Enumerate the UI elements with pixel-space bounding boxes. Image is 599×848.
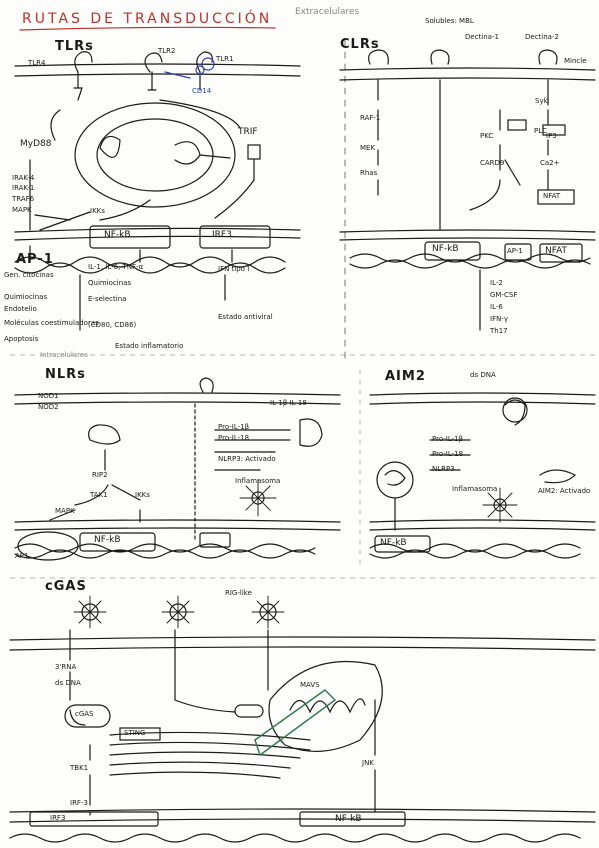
clr-right-2: IP3 [546, 132, 557, 140]
tlr-out-right-2: Estado antiviral [218, 313, 273, 321]
clr-nfat: NFAT [545, 246, 568, 256]
top-note: Extracelulares [295, 7, 360, 17]
cgas-header: cGAS [45, 579, 87, 594]
clr-right-1: PLC [534, 127, 548, 135]
aim2-item-4: Inflamasoma [452, 485, 498, 493]
cgas-item-dsdna: ds DNA [55, 679, 81, 687]
aim2-item-2: Pro-IL-18 [432, 450, 464, 458]
clr-receptor-1: Dectina-1 [465, 33, 499, 41]
cgas-rig: RIG-like [225, 589, 252, 597]
clr-left-3: Rhas [360, 169, 378, 177]
aim2-header: AIM2 [385, 369, 426, 384]
aim2-item-5: AIM2: Activado [538, 487, 591, 495]
clr-right-4: NFAT [543, 192, 561, 200]
clr-mid-2: PKC [480, 132, 494, 140]
tlr-cascade-5: IKKs [90, 207, 105, 215]
aim2-nfkb: NF-kB [380, 538, 407, 548]
page-title: RUTAS DE TRANSDUCCIÓN [22, 11, 273, 27]
clr-out-3: IL-6 [490, 303, 503, 311]
nlr-nfkb: NF-kB [94, 535, 121, 545]
tlr-out-right-1: IFN tipo I [218, 265, 250, 273]
aim2-item-1: Pro-IL-1β [432, 435, 464, 443]
clr-out-2: GM-CSF [490, 291, 518, 299]
tlr-adapter-myd88: MyD88 [20, 139, 52, 149]
clr-out-4: IFN-γ [490, 315, 508, 323]
tlr-cd14: CD14 [192, 87, 212, 95]
nlr-prod-1: Pro-IL-1β [218, 423, 250, 431]
clr-right-3: Ca2+ [540, 159, 560, 167]
nlr-nod1: NOD1 [38, 392, 59, 400]
clr-receptor-2: Dectina-2 [525, 33, 559, 41]
nlr-mapk: MAPK [55, 507, 75, 515]
tlr-cascade-2: IRAK-1 [12, 184, 35, 192]
tlr-receptor-3: TLR1 [216, 55, 234, 63]
cgas-item-jnk: JNK [362, 759, 374, 767]
clr-subheader: Solubles: MBL [425, 17, 474, 25]
tlr-cascade-4: MAPK [12, 206, 32, 214]
nlr-nod2: NOD2 [38, 403, 59, 411]
clr-left-1: RAF-1 [360, 114, 381, 122]
nlr-ap1: AP1 [15, 552, 29, 560]
nlr-prod-2: Pro-IL-18 [218, 434, 250, 442]
clr-mid-1: Syk [535, 97, 548, 105]
clr-ap1: AP-1 [507, 247, 523, 255]
tlr-ap1: AP-1 [16, 252, 54, 267]
nlr-subheader: Intracelulares [40, 351, 88, 359]
clr-header: CLRs [340, 37, 380, 52]
tlr-out-left-5: Apoptosis [4, 335, 39, 343]
nlr-inflamasoma: Inflamasoma [235, 477, 281, 485]
tlr-out-left-1: Gen. citocinas [4, 271, 54, 279]
tlr-nfkb: NF-kB [104, 230, 131, 240]
nlr-header: NLRs [45, 367, 86, 382]
cgas-item-mavs: MAVS [300, 681, 320, 689]
tlr-out-left-2: Quimiocinas [4, 293, 48, 301]
tlr-cascade-1: IRAK-4 [12, 174, 35, 182]
tlr-footnote: Estado inflamatorio [115, 342, 184, 350]
cgas-item-tbk1: TBK1 [70, 764, 89, 772]
tlr-adapter-trif: TRIF [238, 127, 258, 137]
tlr-out-mid-2: Quimiocinas [88, 279, 132, 287]
nlr-cytokines: IL-1β IL-18 [270, 399, 307, 407]
tlr-out-left-3: Endotelio [4, 305, 37, 313]
clr-out-5: Th17 [490, 327, 508, 335]
cgas-item-sting: STING [124, 729, 146, 737]
tlr-receptor-2: TLR2 [158, 47, 176, 55]
nlr-ikks: IKKs [135, 491, 150, 499]
cgas-item-nfkb: NF-kB [335, 814, 362, 824]
clr-mid-3: CARD9 [480, 159, 505, 167]
tlr-irf3: IRF3 [212, 230, 232, 240]
tlr-header: TLRs [55, 39, 94, 54]
nlr-prod-3: NLRP3: Activado [218, 455, 276, 463]
tlr-out-mid-4: (CD80, CD86) [88, 321, 137, 329]
tlr-cascade-3: TRAF6 [12, 195, 35, 203]
nlr-tak1: TAK1 [90, 491, 108, 499]
cgas-item-irf3a: IRF-3 [70, 799, 88, 807]
aim2-subheader: ds DNA [470, 371, 496, 379]
nlr-rip2: RIP2 [92, 471, 108, 479]
cgas-item-rna: 3'RNA [55, 663, 77, 671]
aim2-item-3: NLRP3 [432, 465, 455, 473]
clr-out-1: IL-2 [490, 279, 503, 287]
cgas-item-irf3b: IRF3 [50, 814, 66, 822]
tlr-receptor-1: TLR4 [28, 59, 46, 67]
clr-receptor-3: Mincle [564, 57, 587, 65]
tlr-out-left-4: Moléculas coestimuladoras [4, 319, 99, 327]
tlr-out-mid-3: E-selectina [88, 295, 127, 303]
clr-nfkb: NF-kB [432, 244, 459, 254]
tlr-out-mid-1: IL-1, IL-6, TNF-α [88, 263, 144, 271]
cgas-item-cgas: cGAS [75, 710, 94, 718]
clr-left-2: MEK [360, 144, 376, 152]
